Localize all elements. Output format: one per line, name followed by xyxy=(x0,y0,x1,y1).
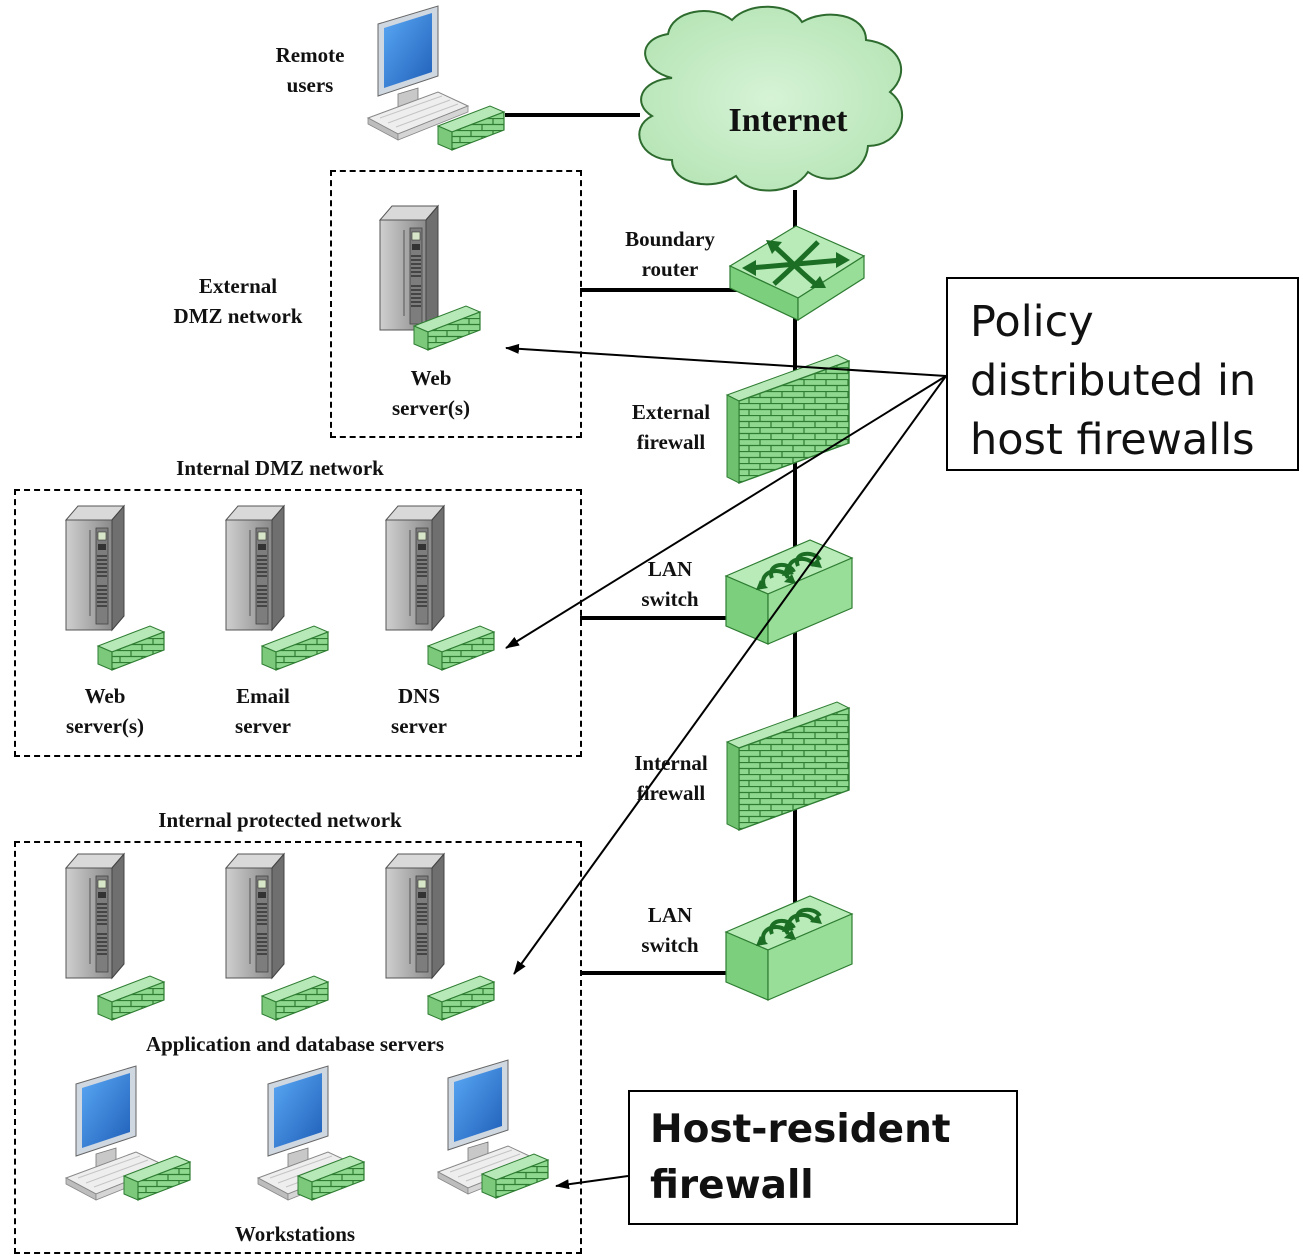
internet-cloud: Internet xyxy=(638,5,904,192)
external-firewall xyxy=(726,354,850,484)
host-resident-callout: Host-resident firewall xyxy=(628,1090,1018,1225)
policy-arrows xyxy=(505,343,947,975)
internal-dmz-title: Internal DMZ network xyxy=(176,456,384,480)
internal-dmz-zone xyxy=(14,489,582,757)
app-db-servers-caption: Application and database servers xyxy=(145,1032,445,1056)
workstations-caption: Workstations xyxy=(234,1222,356,1246)
host-resident-arrow xyxy=(555,1175,629,1190)
internal-protected-zone xyxy=(14,841,582,1254)
policy-callout: Policy distributed in host firewalls xyxy=(946,277,1299,471)
internal-firewall xyxy=(726,701,850,831)
internet-label: Internet xyxy=(729,102,849,139)
internal-protected-title: Internal protected network xyxy=(158,808,402,832)
boundary-router xyxy=(728,225,866,322)
lan-switch-2 xyxy=(724,894,854,1002)
external-dmz-zone xyxy=(330,170,582,438)
